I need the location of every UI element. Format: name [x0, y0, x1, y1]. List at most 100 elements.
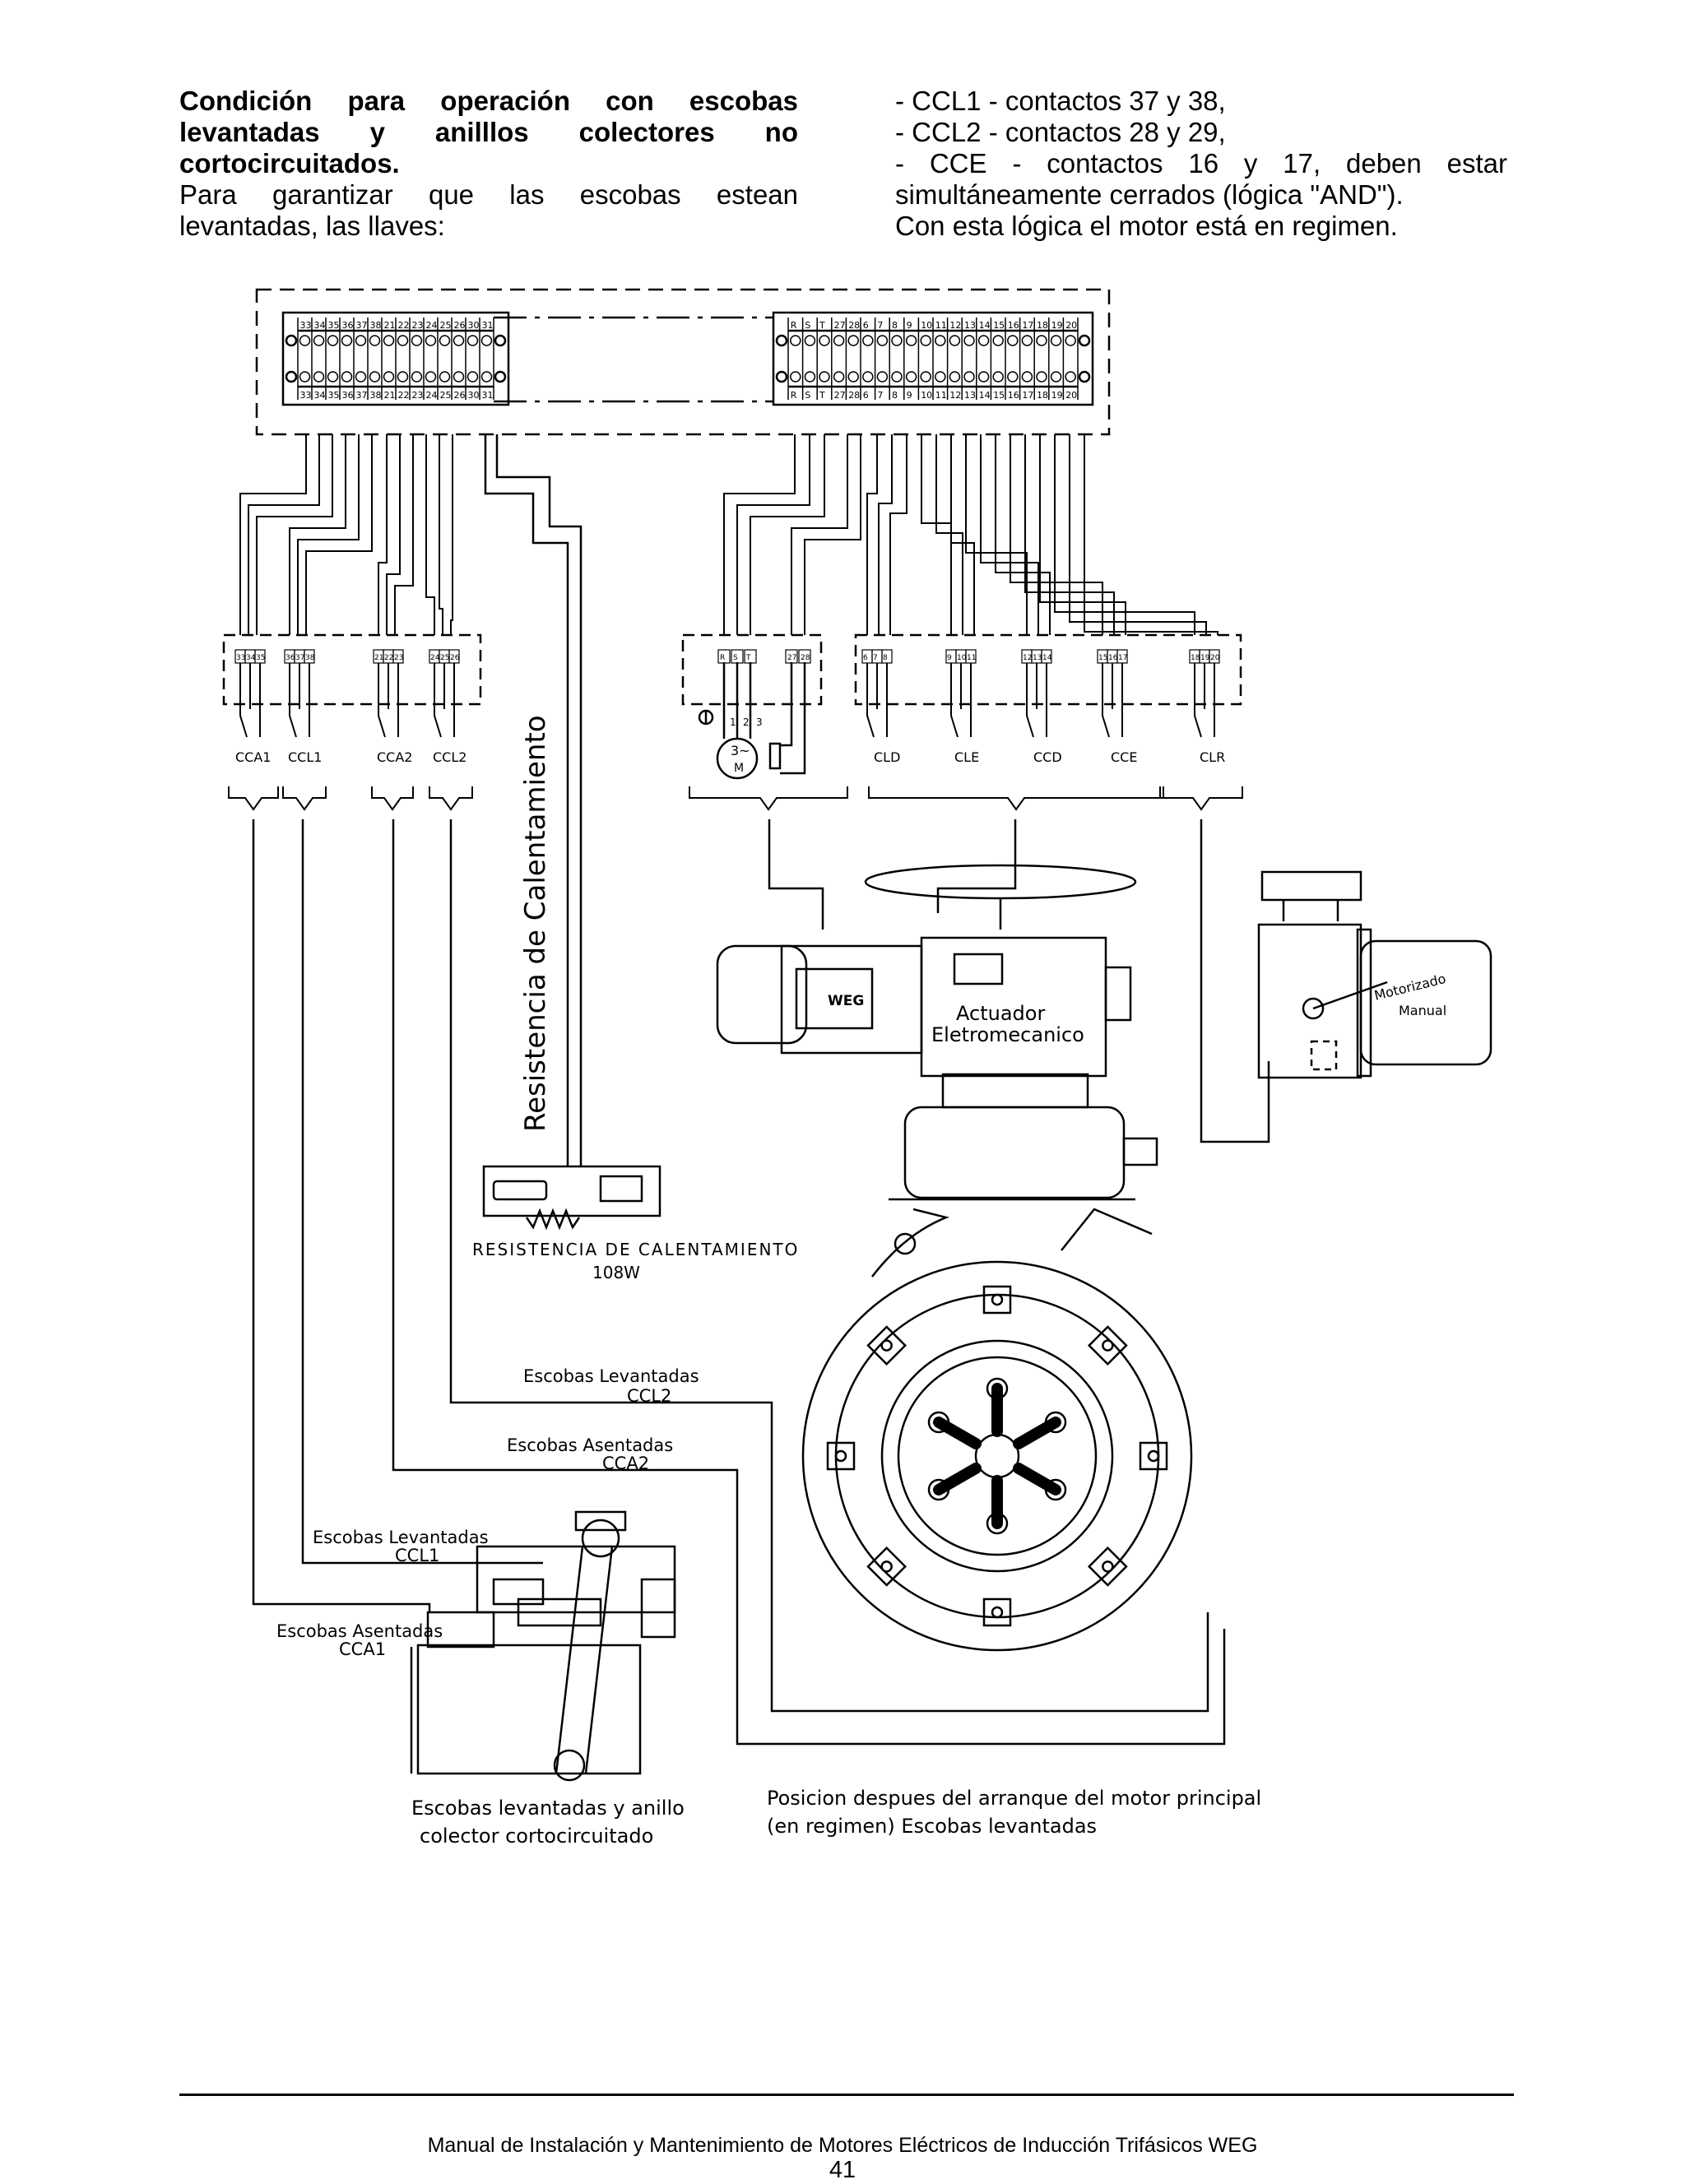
switch-terminal-label: 7: [873, 654, 878, 662]
terminal-screw: [1021, 371, 1033, 383]
motor-phase-3: 3: [756, 716, 763, 728]
page-number: 41: [829, 2157, 856, 2183]
terminal-screw: [299, 335, 311, 346]
terminal-screw: [439, 371, 451, 383]
switch-terminal-label: 37: [295, 654, 304, 662]
terminal-screw: [876, 335, 889, 346]
switch-terminal-label: 35: [256, 654, 265, 662]
heater-vertical-label: Resistencia de Calentamiento: [519, 715, 552, 1132]
terminal-label: 26: [454, 390, 466, 401]
terminal-screw: [935, 335, 946, 346]
switch-label-ccd: CCD: [1033, 749, 1062, 765]
terminal-screw: [411, 371, 423, 383]
terminal-screw: [453, 371, 465, 383]
terminal-screw: [819, 371, 830, 383]
terminal-screw: [891, 371, 903, 383]
cca2-label: CCA2: [602, 1454, 649, 1473]
and-logic-line: simultáneamente cerrados (lógica "AND").: [895, 179, 1404, 210]
terminal-label: S: [805, 320, 810, 331]
switch-label-clr: CLR: [1200, 749, 1225, 765]
terminal-screw: [992, 371, 1004, 383]
handwheel-side-view: [1257, 870, 1492, 1079]
terminal-label: 12: [949, 390, 961, 401]
switch-terminal-label: 10: [957, 654, 967, 662]
switch-terminal-label: 21: [374, 654, 383, 662]
terminal-screw: [369, 371, 381, 383]
terminal-screw: [1036, 335, 1047, 346]
switch-label-cld: CLD: [874, 749, 900, 765]
switch-terminal-label: 13: [1033, 654, 1042, 662]
motor-terminal-box: [681, 633, 823, 706]
terminal-screw: [453, 335, 465, 346]
actuator-label-line-1: Actuador: [956, 1002, 1045, 1025]
terminal-label: 27: [834, 320, 846, 331]
terminal-screw: [1065, 371, 1076, 383]
intro-right-column: - CCL1 - contactos 37 y 38, - CCL2 - con…: [895, 86, 1507, 242]
terminal-screw: [819, 335, 830, 346]
terminal-label: 31: [482, 320, 494, 331]
terminal-label: 19: [1051, 390, 1063, 401]
weg-nameplate: [795, 967, 874, 1030]
terminal-screw: [891, 335, 903, 346]
condition-heading-line-3: cortocircuitados.: [179, 148, 400, 179]
switch-terminal-label: 19: [1200, 654, 1210, 662]
terminal-label: 11: [935, 390, 947, 401]
condition-heading-line-1: Condición para operación con escobas: [179, 86, 798, 116]
motor-terminal-label: 27: [787, 654, 796, 662]
terminal-screw: [1007, 335, 1019, 346]
terminal-label: 17: [1022, 320, 1033, 331]
condition-body-line-1: Para garantizar que las escobas estean: [179, 179, 798, 210]
terminal-label: 30: [468, 390, 480, 401]
terminal-screw: [876, 371, 889, 383]
cca1-seated-label: Escobas Asentadas: [276, 1621, 443, 1641]
switch-terminal-label: 34: [246, 654, 256, 662]
terminal-label: 38: [370, 320, 382, 331]
terminal-screw: [833, 335, 845, 346]
ccl2-contacts-line: - CCL2 - contactos 28 y 29,: [895, 117, 1226, 147]
terminal-screw: [355, 371, 367, 383]
terminal-label: 36: [342, 320, 354, 331]
terminal-screw: [804, 335, 816, 346]
terminal-screw: [480, 335, 493, 346]
terminal-label: 16: [1008, 320, 1019, 331]
terminal-label: 15: [993, 320, 1005, 331]
terminal-label: 20: [1065, 320, 1077, 331]
terminal-screw: [905, 335, 917, 346]
switch-label-cca2: CCA2: [377, 749, 412, 765]
switch-terminal-label: 14: [1042, 654, 1052, 662]
switch-terminal-label: 15: [1098, 654, 1107, 662]
terminal-label: 14: [979, 320, 991, 331]
terminal-label: 21: [384, 390, 396, 401]
electromechanical-actuator: [716, 864, 1158, 1201]
ccl2-lifted-label: Escobas Levantadas: [523, 1366, 699, 1386]
terminal-screw: [1007, 371, 1019, 383]
switch-terminal-label: 26: [450, 654, 460, 662]
ccl2-label: CCL2: [627, 1386, 671, 1406]
motor-regime-line: Con esta lógica el motor está en regimen…: [895, 211, 1398, 241]
terminal-label: 20: [1065, 390, 1077, 401]
terminal-screw: [425, 335, 437, 346]
terminal-label: 21: [384, 320, 396, 331]
terminal-label: 24: [426, 390, 438, 401]
switch-terminal-label: 20: [1210, 654, 1220, 662]
terminal-screw: [862, 371, 874, 383]
switch-terminal-label: 23: [394, 654, 403, 662]
ccl1-contacts-line: - CCL1 - contactos 37 y 38,: [895, 86, 1226, 116]
terminal-screw: [790, 371, 801, 383]
cce-contacts-line: - CCE - contactos 16 y 17, deben estar: [895, 148, 1507, 179]
terminal-screw: [1065, 335, 1076, 346]
terminal-label: 23: [412, 320, 424, 331]
terminal-screw: [963, 335, 975, 346]
caption-left-line-2: colector cortocircuitado: [420, 1825, 653, 1848]
intro-left-column: Condición para operación con escobas lev…: [179, 86, 798, 242]
terminal-label: 7: [877, 320, 883, 331]
terminal-screw: [804, 371, 816, 383]
terminal-screw: [411, 335, 423, 346]
terminal-screw: [963, 371, 975, 383]
motor-label-m: M: [734, 762, 744, 775]
cca1-label: CCA1: [339, 1639, 386, 1659]
terminal-screw: [977, 371, 990, 383]
terminal-screw: [480, 371, 493, 383]
terminal-screw: [1021, 335, 1033, 346]
